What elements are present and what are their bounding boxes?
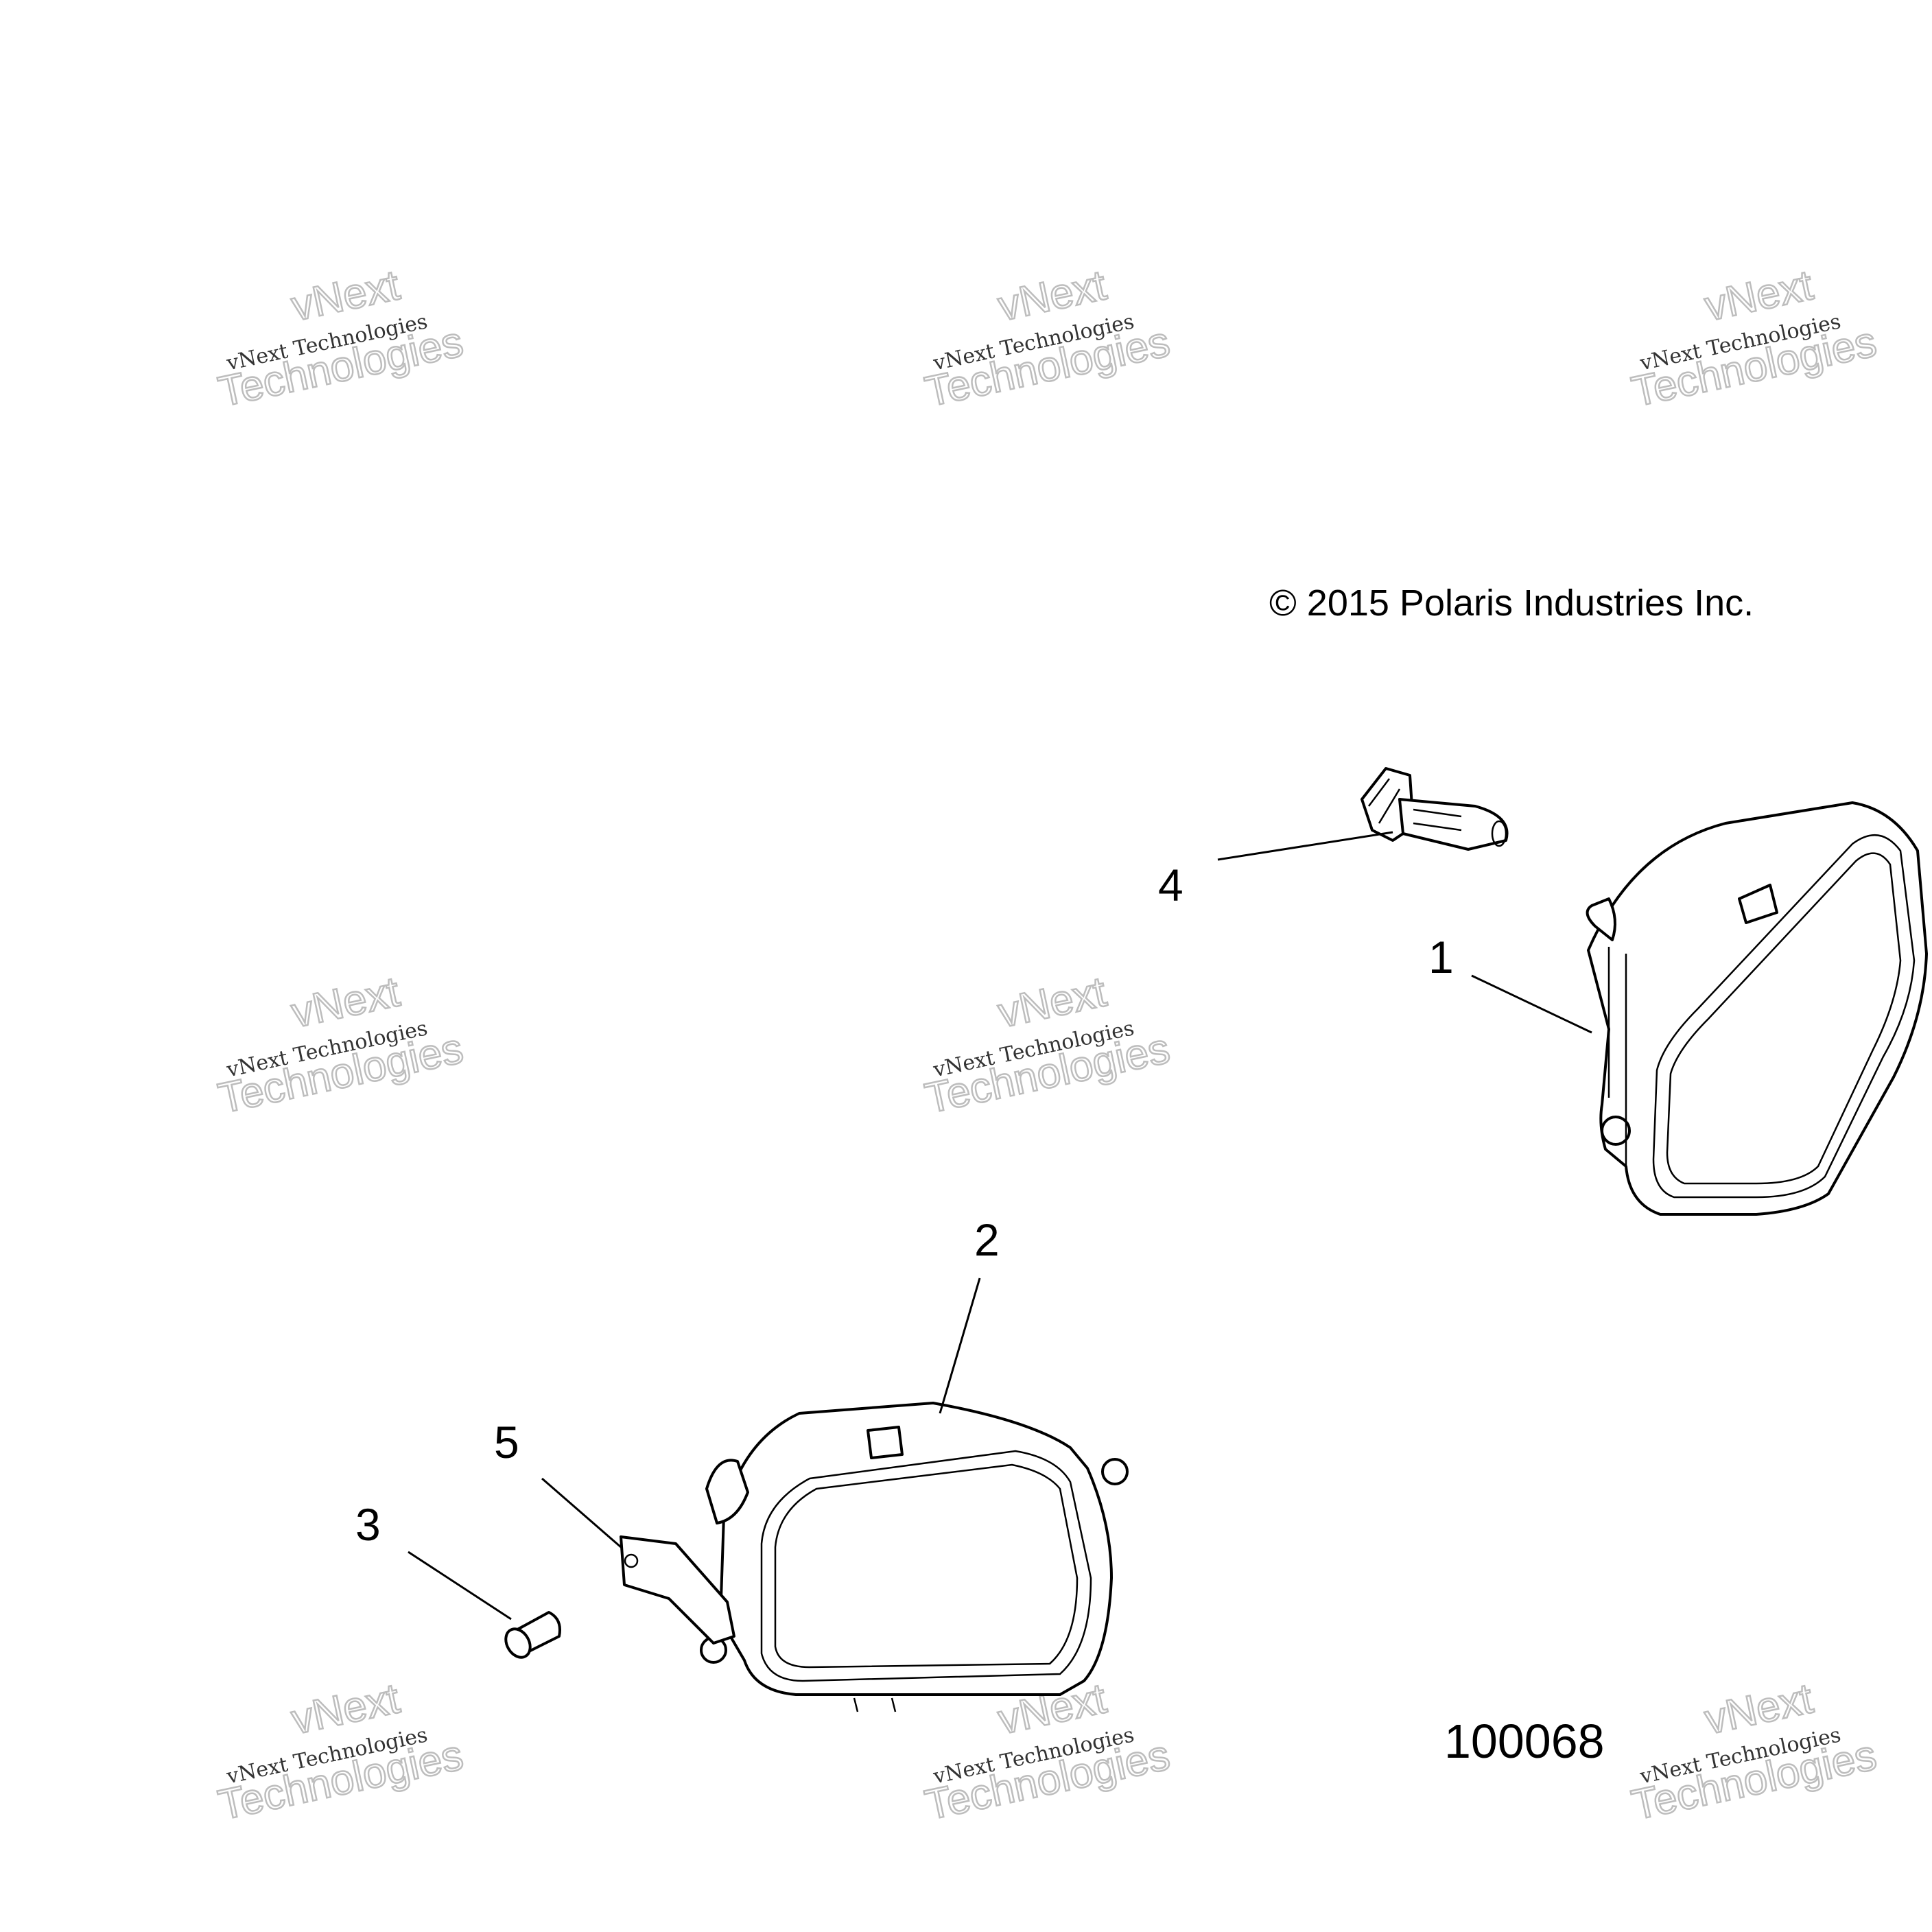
headlight-part-2 [620, 1402, 1129, 1712]
diagram-number: 100068 [1444, 1715, 1605, 1768]
leader-line-5 [541, 1477, 622, 1548]
watermark: vNext vNext Technologies Technologies [213, 967, 468, 1124]
copyright-notice: © 2015 Polaris Industries Inc. [1269, 582, 1754, 624]
callout-1: 1 [1428, 932, 1454, 982]
screw-part-3 [504, 1611, 561, 1659]
watermark: vNext vNext Technologies Technologies [213, 1674, 468, 1830]
watermark: vNext vNext Technologies Technologies [1627, 261, 1881, 417]
callout-2: 2 [974, 1214, 1000, 1265]
watermark: vNext vNext Technologies Technologies [920, 261, 1175, 417]
bulb-part-4 [1360, 767, 1509, 851]
headlight-part-1 [1586, 801, 1928, 1216]
callout-4: 4 [1158, 860, 1183, 910]
callout-3: 3 [355, 1499, 381, 1550]
watermark: vNext vNext Technologies Technologies [920, 967, 1175, 1124]
watermark: vNext vNext Technologies Technologies [213, 261, 468, 417]
leader-line-4 [1217, 831, 1393, 861]
leader-line-1 [1471, 974, 1592, 1034]
leader-line-3 [408, 1551, 512, 1621]
callout-5: 5 [494, 1417, 519, 1468]
leader-line-2 [939, 1277, 981, 1414]
watermark: vNext vNext Technologies Technologies [1627, 1674, 1881, 1830]
